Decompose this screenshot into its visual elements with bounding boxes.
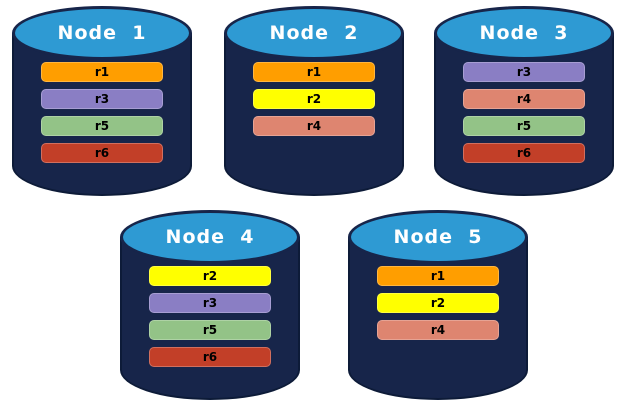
replica-list: r1 r3 r5 r6 xyxy=(41,62,163,163)
replica-bar-r4: r4 xyxy=(463,89,585,109)
replica-bar-r2: r2 xyxy=(377,293,499,313)
replica-bar-r5: r5 xyxy=(149,320,271,340)
replica-bar-r3: r3 xyxy=(149,293,271,313)
cylinder-body xyxy=(348,237,528,400)
replica-bar-r3: r3 xyxy=(41,89,163,109)
node-label: Node 4 xyxy=(165,226,255,248)
replica-bar-r5: r5 xyxy=(463,116,585,136)
replica-list: r2 r3 r5 r6 xyxy=(149,266,271,367)
node-1-cylinder: Node 1 r1 r3 r5 r6 xyxy=(12,6,192,196)
replica-bar-r6: r6 xyxy=(41,143,163,163)
cylinder-top: Node 4 xyxy=(120,210,300,264)
replica-bar-r6: r6 xyxy=(149,347,271,367)
cylinder-body xyxy=(434,33,614,196)
replica-bar-r4: r4 xyxy=(377,320,499,340)
replica-bar-r1: r1 xyxy=(253,62,375,82)
replica-bar-r1: r1 xyxy=(41,62,163,82)
cylinder-body xyxy=(224,33,404,196)
replica-bar-r2: r2 xyxy=(253,89,375,109)
node-label: Node 1 xyxy=(57,22,147,44)
replica-list: r1 r2 r4 xyxy=(377,266,499,340)
replica-bar-r6: r6 xyxy=(463,143,585,163)
node-label: Node 5 xyxy=(393,226,483,248)
replica-bar-r5: r5 xyxy=(41,116,163,136)
replica-list: r1 r2 r4 xyxy=(253,62,375,136)
node-2-cylinder: Node 2 r1 r2 r4 xyxy=(224,6,404,196)
node-label: Node 2 xyxy=(269,22,359,44)
node-5-cylinder: Node 5 r1 r2 r4 xyxy=(348,210,528,400)
cylinder-top: Node 5 xyxy=(348,210,528,264)
replica-bar-r4: r4 xyxy=(253,116,375,136)
cylinder-top: Node 1 xyxy=(12,6,192,60)
replica-bar-r3: r3 xyxy=(463,62,585,82)
cylinder-top: Node 2 xyxy=(224,6,404,60)
replica-bar-r2: r2 xyxy=(149,266,271,286)
replica-bar-r1: r1 xyxy=(377,266,499,286)
node-label: Node 3 xyxy=(479,22,569,44)
node-4-cylinder: Node 4 r2 r3 r5 r6 xyxy=(120,210,300,400)
replica-list: r3 r4 r5 r6 xyxy=(463,62,585,163)
cylinder-top: Node 3 xyxy=(434,6,614,60)
cylinder-body xyxy=(120,237,300,400)
node-3-cylinder: Node 3 r3 r4 r5 r6 xyxy=(434,6,614,196)
